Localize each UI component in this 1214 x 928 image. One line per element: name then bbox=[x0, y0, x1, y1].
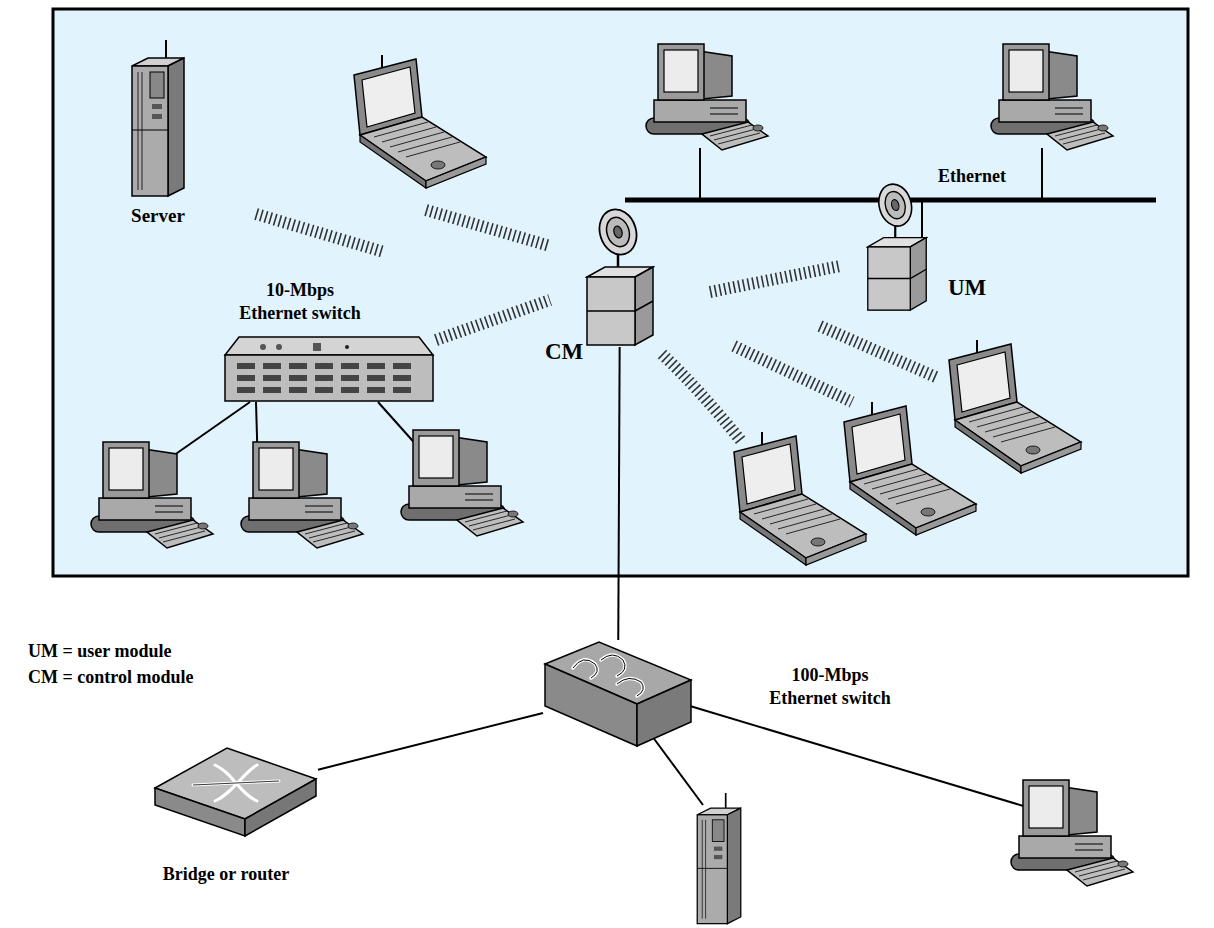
node-label: 100-Mbps Ethernet switch bbox=[765, 664, 895, 709]
switch-icon bbox=[223, 335, 435, 403]
node-label: 10-Mbps Ethernet switch bbox=[235, 279, 365, 324]
control-module-node: CM bbox=[585, 205, 655, 347]
key-note: UM = user module bbox=[28, 640, 268, 663]
user-module-icon bbox=[866, 180, 928, 312]
network-cable bbox=[618, 347, 619, 640]
network-cable bbox=[318, 713, 543, 770]
switch-icon bbox=[543, 640, 693, 748]
key-note: CM = control module bbox=[28, 666, 268, 689]
bus-label: Ethernet bbox=[938, 165, 1078, 188]
ethernet-switch-node: 10-Mbps Ethernet switch bbox=[223, 335, 435, 403]
control-module-icon bbox=[585, 205, 655, 347]
router-icon bbox=[153, 743, 318, 838]
user-module-node: UM bbox=[866, 180, 928, 312]
ethernet-switch-node: 100-Mbps Ethernet switch bbox=[543, 640, 693, 748]
server-icon bbox=[128, 40, 188, 200]
node-label: CM bbox=[545, 338, 595, 367]
node-label: Bridge or router bbox=[141, 863, 311, 886]
node-label: Server bbox=[106, 204, 210, 228]
router-node: Bridge or router bbox=[153, 743, 318, 838]
node-label: UM bbox=[948, 274, 1008, 303]
server-node: Server bbox=[128, 40, 188, 200]
